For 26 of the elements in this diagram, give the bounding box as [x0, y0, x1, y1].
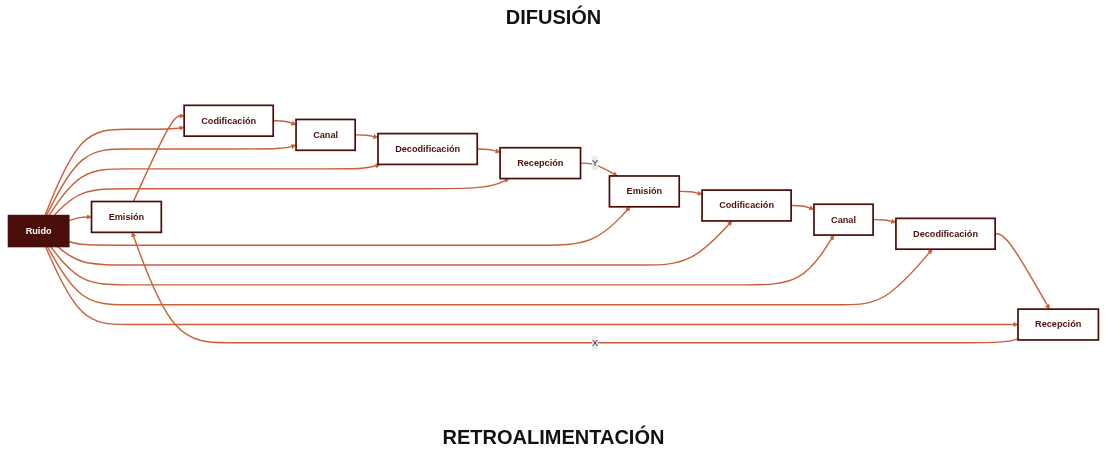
node-box: Canal: [295, 118, 357, 152]
section-heading: DIFUSIÓN: [505, 6, 602, 29]
arrow: [132, 113, 185, 203]
arrow: [131, 232, 1019, 344]
arrow: [68, 214, 92, 222]
arrow: [48, 163, 381, 217]
edge-label: X: [591, 337, 599, 348]
section-heading: RETROALIMENTACIÓN: [442, 426, 665, 449]
arrow: [68, 206, 631, 246]
node-box: Canal: [813, 203, 874, 236]
node-box: Ruido: [7, 214, 70, 248]
node-box: Codificación: [701, 189, 792, 222]
node-box: Decodificación: [895, 217, 996, 251]
arrow: [49, 234, 835, 286]
node-box: Emisión: [90, 200, 163, 234]
node-box: Recepción: [499, 146, 582, 180]
edge-label: Y: [591, 158, 599, 168]
node-box: Recepción: [1017, 308, 1100, 341]
node-box: Codificación: [183, 104, 275, 137]
arrow: [53, 178, 510, 217]
arrow: [46, 245, 933, 306]
node-box: Decodificación: [377, 132, 479, 166]
node-box: Emisión: [608, 175, 681, 208]
arrow: [45, 144, 297, 217]
arrow: [56, 220, 733, 266]
arrow: [44, 125, 185, 217]
